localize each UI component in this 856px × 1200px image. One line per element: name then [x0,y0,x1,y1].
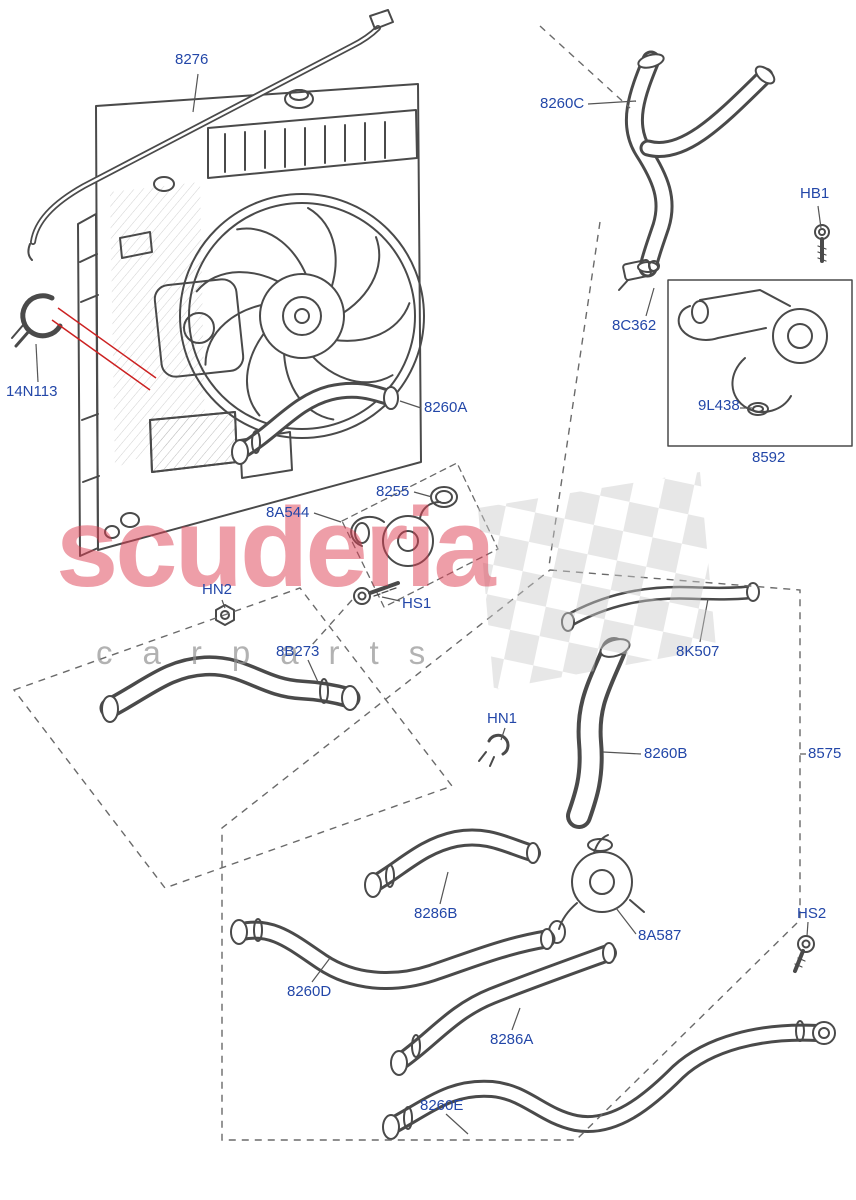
nut-hn2-drawing [215,604,235,626]
housing-8592-drawing [667,279,853,447]
part-label-8c362[interactable]: 8C362 [612,317,657,334]
part-label-14n113[interactable]: 14N113 [6,383,58,400]
thermostat-8a544-drawing [341,462,499,608]
part-label-8592[interactable]: 8592 [752,449,786,466]
part-label-8260d[interactable]: 8260D [287,983,332,1000]
part-label-hb1[interactable]: HB1 [800,185,830,202]
hose-8286b-drawing [364,828,541,898]
pump-8a587-drawing [548,834,645,944]
bolt-hs1-drawing [353,581,400,605]
pipe-8276-drawing [27,9,394,261]
hose-8260e-drawing [382,1020,836,1140]
part-label-hs2[interactable]: HS2 [797,905,827,922]
hose-8286a-drawing [390,942,617,1076]
part-label-8k507[interactable]: 8K507 [676,643,720,660]
part-label-8286a[interactable]: 8286A [490,1031,534,1048]
part-label-8575[interactable]: 8575 [808,745,842,762]
part-label-8260a[interactable]: 8260A [424,399,468,416]
part-label-8276[interactable]: 8276 [175,51,209,68]
hose-8260d-drawing [230,918,556,990]
part-label-hn2[interactable]: HN2 [202,581,233,598]
bolt-hb1-drawing [814,224,830,263]
part-label-8260c[interactable]: 8260C [540,95,585,112]
assembly-box-8575 [221,569,801,1141]
hose-8260c-drawing [624,50,776,278]
clamp-hn1-drawing [478,733,510,767]
red-leader-lines [51,307,157,391]
part-label-8286b[interactable]: 8286B [414,905,458,922]
part-label-8a544[interactable]: 8A544 [266,504,310,521]
part-label-8a587[interactable]: 8A587 [638,927,682,944]
part-label-8260e[interactable]: 8260E [420,1097,464,1114]
part-label-8255[interactable]: 8255 [376,483,410,500]
radiator-fan-assembly [77,83,425,557]
part-label-hn1[interactable]: HN1 [487,710,518,727]
part-label-9l438[interactable]: 9L438 [698,397,740,414]
clamp-14n113-drawing [11,293,63,348]
part-label-hs1[interactable]: HS1 [402,595,432,612]
sensor-8c362-drawing [618,259,660,291]
assembly-box-lower-left [12,587,454,889]
bolt-hs2-drawing [793,935,815,973]
hose-8260a-drawing [231,381,399,465]
part-label-8260b[interactable]: 8260B [644,745,688,762]
watermark-checker-flag [478,472,716,690]
part-label-8b273[interactable]: 8B273 [276,643,320,660]
hose-8b273-drawing [99,655,361,723]
